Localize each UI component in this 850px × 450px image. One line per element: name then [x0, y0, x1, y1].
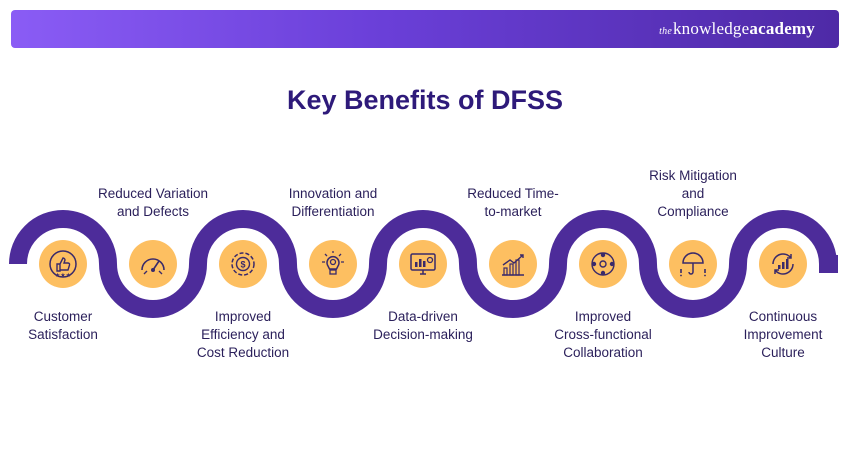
benefit-node-7 [579, 240, 627, 288]
benefit-node-5 [399, 240, 447, 288]
benefit-node-2 [129, 240, 177, 288]
benefit-label-5: Data-driven Decision-making [373, 309, 473, 342]
benefit-label-1: Customer Satisfaction [28, 309, 98, 342]
growth-chart-icon [502, 254, 524, 276]
header-banner: theknowledgeacademy [11, 10, 839, 48]
benefit-node-8 [669, 240, 717, 288]
thumbs-up-stars-icon: ★★★ [49, 250, 77, 278]
gauge-icon [141, 258, 165, 275]
risk-umbrella-icon [680, 252, 706, 277]
logo-academy: academy [749, 19, 815, 38]
dollar-cycle-icon: $ [231, 252, 255, 276]
brand-logo: theknowledgeacademy [659, 19, 815, 39]
benefit-label-8: Risk Mitigation and Compliance [649, 168, 737, 219]
page-title: Key Benefits of DFSS [286, 85, 564, 115]
benefit-label-7: Improved Cross-functional Collaboration [554, 309, 652, 360]
benefit-label-2: Reduced Variation and Defects [97, 186, 209, 219]
benefit-label-9: Continuous Improvement Culture [743, 309, 823, 360]
benefit-node-6 [489, 240, 537, 288]
logo-knowledge: knowledge [672, 19, 750, 38]
logo-the: the [659, 26, 672, 37]
benefit-node-9 [759, 240, 807, 288]
svg-text:$: $ [240, 260, 245, 270]
dashboard-monitor-icon [410, 253, 436, 275]
improvement-cycle-icon [772, 253, 794, 275]
benefit-node-4 [309, 240, 357, 288]
benefit-node-3: $ [219, 240, 267, 288]
svg-text:★★★: ★★★ [55, 272, 71, 278]
benefit-node-1: ★★★ [39, 240, 87, 288]
benefit-label-3: Improved Efficiency and Cost Reduction [196, 309, 290, 360]
benefit-label-6: Reduced Time- to-market [467, 186, 559, 219]
lightbulb-gear-icon [322, 251, 344, 275]
benefit-label-4: Innovation and Differentiation [288, 186, 378, 219]
team-network-icon [591, 252, 615, 276]
